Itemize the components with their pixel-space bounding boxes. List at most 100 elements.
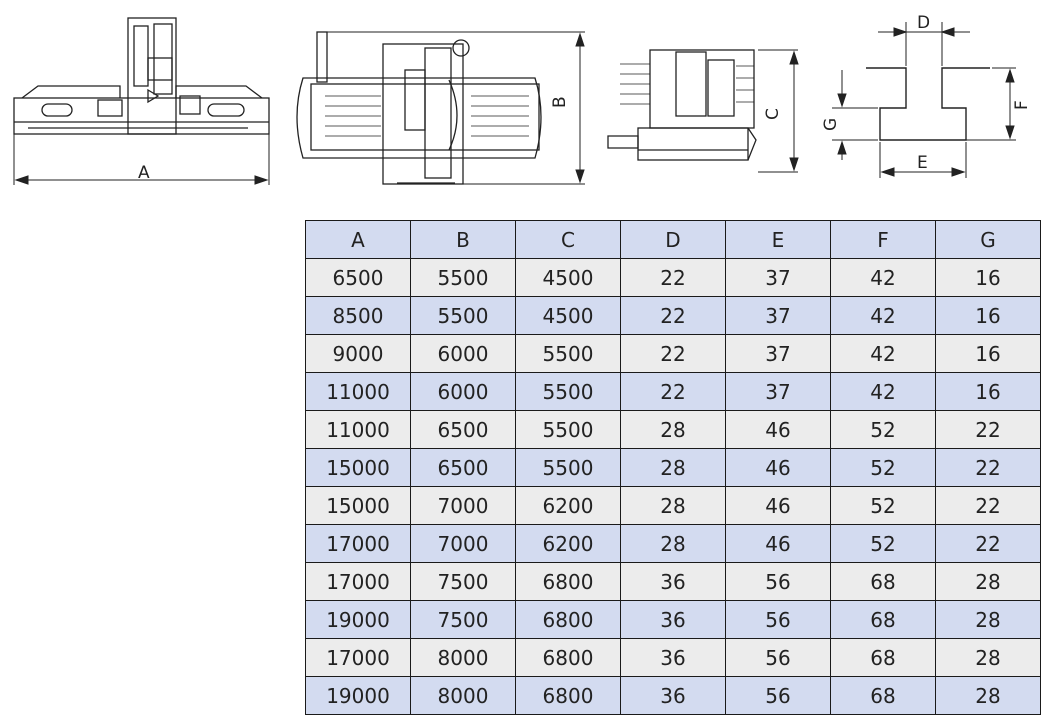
table-cell: 52 <box>830 448 936 487</box>
table-cell: 36 <box>620 676 726 715</box>
table-cell: 28 <box>935 676 1041 715</box>
table-cell: 6000 <box>410 334 516 373</box>
table-cell: 68 <box>830 562 936 601</box>
table-cell: 22 <box>935 486 1041 525</box>
table-cell: 56 <box>725 562 831 601</box>
table-cell: 8000 <box>410 638 516 677</box>
table-cell: 5500 <box>515 410 621 449</box>
table-cell: 4500 <box>515 258 621 297</box>
table-cell: 68 <box>830 676 936 715</box>
table-cell: 37 <box>725 334 831 373</box>
table-cell: 37 <box>725 258 831 297</box>
table-cell: 6800 <box>515 638 621 677</box>
label-c: C <box>763 108 783 120</box>
table-cell: 5500 <box>515 334 621 373</box>
table-cell: 42 <box>830 372 936 411</box>
column-header-c: C <box>515 220 621 259</box>
table-cell: 46 <box>725 410 831 449</box>
table-cell: 17000 <box>305 524 411 563</box>
table-cell: 36 <box>620 600 726 639</box>
table-cell: 22 <box>935 448 1041 487</box>
table-cell: 4500 <box>515 296 621 335</box>
table-cell: 37 <box>725 372 831 411</box>
label-e: E <box>917 153 928 173</box>
table-cell: 52 <box>830 410 936 449</box>
table-cell: 6500 <box>305 258 411 297</box>
table-cell: 7000 <box>410 486 516 525</box>
label-d: D <box>917 13 930 33</box>
table-cell: 68 <box>830 600 936 639</box>
table-cell: 22 <box>620 334 726 373</box>
table-cell: 42 <box>830 296 936 335</box>
table-cell: 6500 <box>410 410 516 449</box>
table-cell: 6000 <box>410 372 516 411</box>
table-cell: 22 <box>620 372 726 411</box>
column-header-a: A <box>305 220 411 259</box>
table-cell: 6800 <box>515 562 621 601</box>
column-header-d: D <box>620 220 726 259</box>
table-cell: 6200 <box>515 524 621 563</box>
table-cell: 6500 <box>410 448 516 487</box>
table-cell: 8000 <box>410 676 516 715</box>
table-cell: 19000 <box>305 676 411 715</box>
table-cell: 46 <box>725 524 831 563</box>
table-cell: 15000 <box>305 448 411 487</box>
table-cell: 6200 <box>515 486 621 525</box>
label-g: G <box>821 118 841 131</box>
side-view-drawing: C <box>607 49 799 173</box>
table-cell: 6800 <box>515 676 621 715</box>
table-cell: 7000 <box>410 524 516 563</box>
table-cell: 15000 <box>305 486 411 525</box>
column-header-b: B <box>410 220 516 259</box>
t-slot-drawing: D E F G <box>821 13 1032 178</box>
machine-drawings: A B <box>0 0 1053 210</box>
table-cell: 56 <box>725 676 831 715</box>
top-view-drawing: B <box>296 31 585 185</box>
column-header-f: F <box>830 220 936 259</box>
table-cell: 42 <box>830 258 936 297</box>
label-f: F <box>1012 100 1032 110</box>
table-cell: 7500 <box>410 562 516 601</box>
table-cell: 17000 <box>305 562 411 601</box>
table-cell: 68 <box>830 638 936 677</box>
table-cell: 5500 <box>410 258 516 297</box>
table-cell: 46 <box>725 486 831 525</box>
column-header-g: G <box>935 220 1041 259</box>
table-cell: 52 <box>830 524 936 563</box>
table-cell: 37 <box>725 296 831 335</box>
table-cell: 5500 <box>515 448 621 487</box>
label-b: B <box>550 96 570 108</box>
table-cell: 5500 <box>515 372 621 411</box>
label-a: A <box>138 163 150 183</box>
table-cell: 56 <box>725 600 831 639</box>
table-cell: 22 <box>935 410 1041 449</box>
table-cell: 28 <box>620 486 726 525</box>
table-cell: 36 <box>620 562 726 601</box>
table-cell: 22 <box>935 524 1041 563</box>
column-header-e: E <box>725 220 831 259</box>
table-cell: 46 <box>725 448 831 487</box>
table-header-row: A B C D E F G <box>305 220 1041 259</box>
table-cell: 56 <box>725 638 831 677</box>
table-cell: 22 <box>620 296 726 335</box>
table-cell: 6800 <box>515 600 621 639</box>
table-cell: 7500 <box>410 600 516 639</box>
table-cell: 9000 <box>305 334 411 373</box>
table-cell: 36 <box>620 638 726 677</box>
table-cell: 28 <box>935 638 1041 677</box>
table-cell: 17000 <box>305 638 411 677</box>
table-cell: 11000 <box>305 372 411 411</box>
table-cell: 16 <box>935 296 1041 335</box>
front-view-drawing: A <box>13 17 270 185</box>
